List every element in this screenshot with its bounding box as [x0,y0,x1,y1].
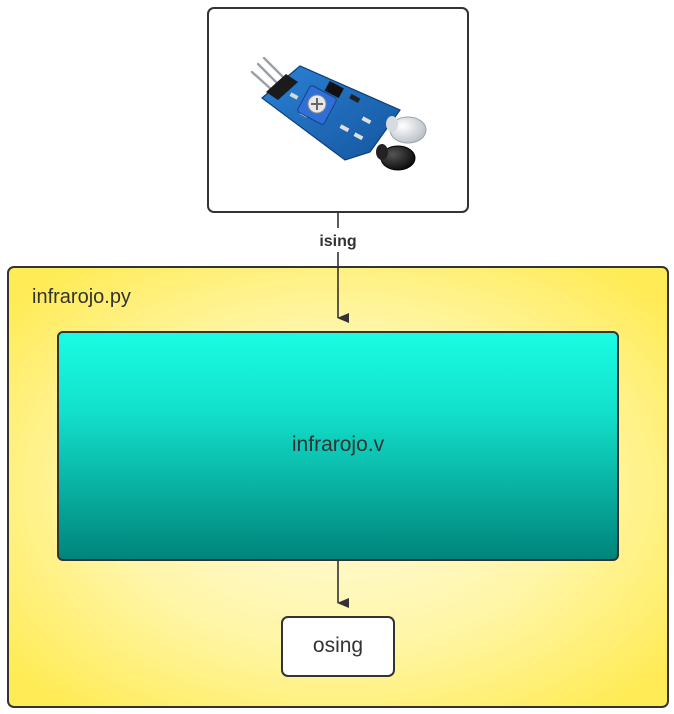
container-label: infrarojo.py [32,286,131,308]
output-label: osing [313,634,363,657]
ir-sensor-image [250,56,427,171]
edge-sensor-to-module: ising [319,212,357,323]
output-node-osing: osing [281,616,395,677]
module-infrarojo-v: infrarojo.v [57,331,619,561]
sensor-node [207,7,469,213]
edge-label-ising: ising [319,233,356,250]
module-label: infrarojo.v [292,433,385,456]
